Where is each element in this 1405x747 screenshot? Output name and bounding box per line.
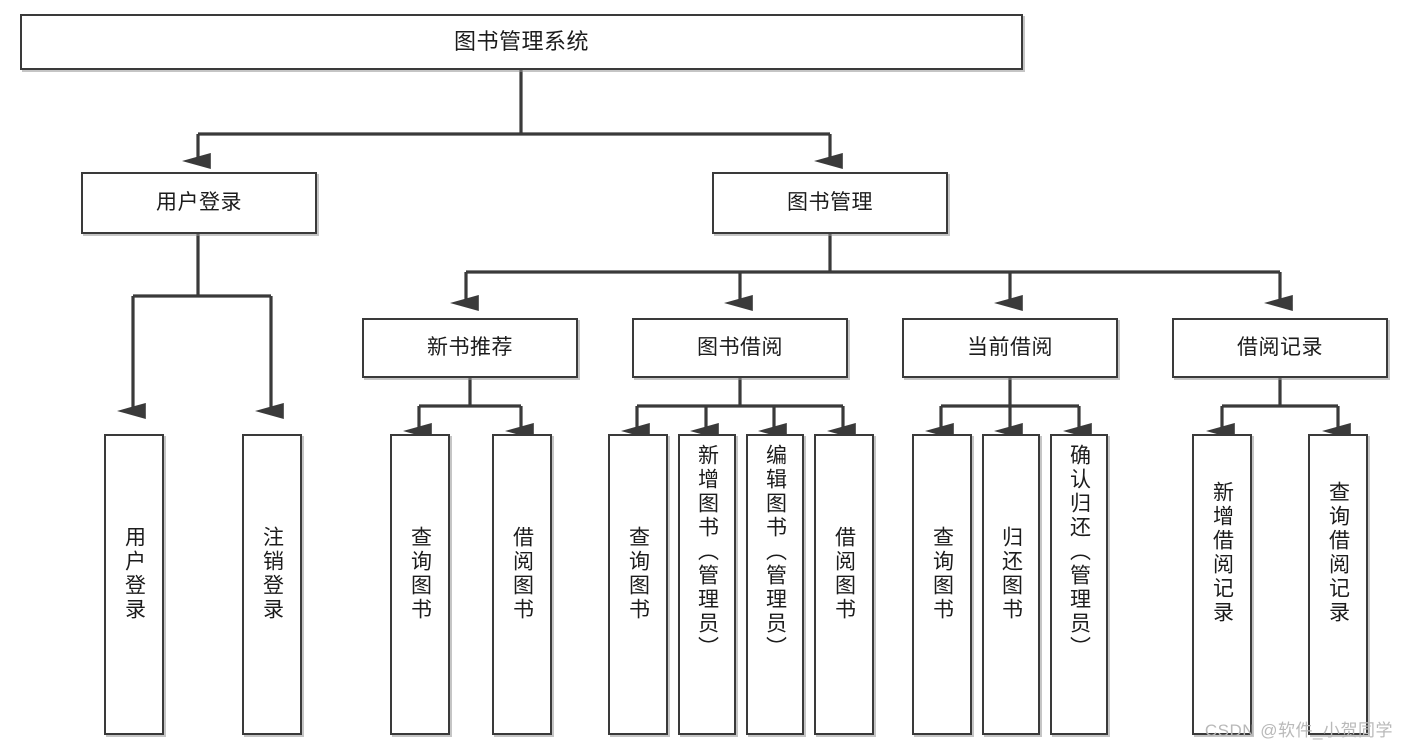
node-book-manage[interactable]: 图书管理 <box>712 172 948 234</box>
node-borrow-record[interactable]: 借阅记录 <box>1172 318 1388 378</box>
node-label: 用户登录 <box>156 190 242 214</box>
node-label: 新增借阅记录 <box>1210 481 1234 625</box>
leaf-edit-book-admin[interactable]: 编辑图书（管理员） <box>746 434 804 735</box>
node-label: 借阅图书 <box>832 526 856 622</box>
node-label: 注销登录 <box>260 526 284 622</box>
node-user-login[interactable]: 用户登录 <box>81 172 317 234</box>
node-label: 确认归还（管理员） <box>1067 444 1091 660</box>
node-label: 新增图书（管理员） <box>695 444 719 660</box>
leaf-add-book-admin[interactable]: 新增图书（管理员） <box>678 434 736 735</box>
node-label: 归还图书 <box>999 526 1023 622</box>
node-label: 用户登录 <box>122 526 146 622</box>
watermark-text: CSDN @软件_小贺同学 <box>1204 721 1393 740</box>
node-book-borrow[interactable]: 图书借阅 <box>632 318 848 378</box>
leaf-logout-login[interactable]: 注销登录 <box>242 434 302 735</box>
leaf-query-book-recommend[interactable]: 查询图书 <box>390 434 450 735</box>
leaf-borrow-book[interactable]: 借阅图书 <box>814 434 874 735</box>
node-label: 新书推荐 <box>427 335 513 359</box>
node-label: 借阅图书 <box>510 526 534 622</box>
leaf-borrow-book-recommend[interactable]: 借阅图书 <box>492 434 552 735</box>
node-new-book-recommend[interactable]: 新书推荐 <box>362 318 578 378</box>
leaf-add-borrow-record[interactable]: 新增借阅记录 <box>1192 434 1252 735</box>
leaf-query-book-current[interactable]: 查询图书 <box>912 434 972 735</box>
node-label: 当前借阅 <box>967 335 1053 359</box>
node-label: 查询图书 <box>408 526 432 622</box>
leaf-query-borrow-record[interactable]: 查询借阅记录 <box>1308 434 1368 735</box>
node-label: 编辑图书（管理员） <box>763 444 787 660</box>
leaf-query-book-borrow[interactable]: 查询图书 <box>608 434 668 735</box>
node-label: 图书管理系统 <box>453 29 589 55</box>
leaf-return-book[interactable]: 归还图书 <box>982 434 1040 735</box>
leaf-user-login[interactable]: 用户登录 <box>104 434 164 735</box>
node-current-borrow[interactable]: 当前借阅 <box>902 318 1118 378</box>
node-label: 借阅记录 <box>1237 335 1323 359</box>
node-label: 图书借阅 <box>697 335 783 359</box>
node-label: 图书管理 <box>787 190 873 214</box>
node-label: 查询图书 <box>930 526 954 622</box>
node-label: 查询借阅记录 <box>1326 481 1350 625</box>
node-root-book-management-system[interactable]: 图书管理系统 <box>20 14 1023 70</box>
leaf-confirm-return-admin[interactable]: 确认归还（管理员） <box>1050 434 1108 735</box>
node-label: 查询图书 <box>626 526 650 622</box>
